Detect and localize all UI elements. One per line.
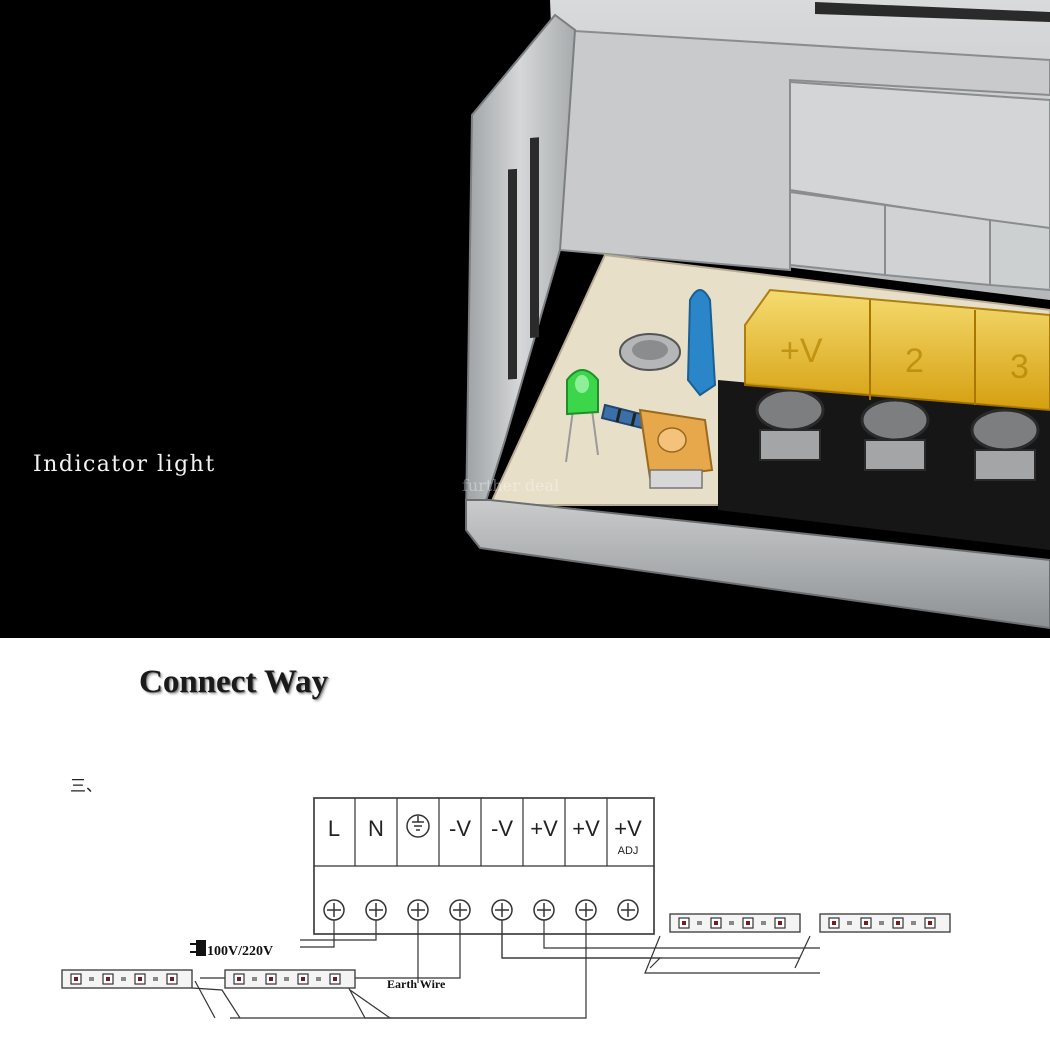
screw-terminal-icon: [533, 899, 555, 921]
led-strip: [819, 913, 951, 933]
terminal-label: +V: [572, 816, 600, 841]
terminal-sublabel: ADJ: [618, 845, 639, 857]
screw-terminal-icon: [575, 899, 597, 921]
indicator-light-label: Indicator light: [33, 452, 216, 477]
green-led-indicator: [565, 369, 599, 463]
side-vent-slot: [508, 168, 517, 380]
voltage-adjust-potentiometer: [638, 408, 714, 489]
case-vent-slot: [815, 2, 1050, 22]
wire-strip-link: [191, 987, 241, 1019]
case-top-segment: [789, 80, 1050, 232]
mounting-screw-head: [632, 340, 668, 360]
wiring-diagram: Connect Way 三、 L N -V -V +V +V +V ADJ 100V/220V…: [0, 638, 1050, 1050]
terminal-cover-label: +V: [780, 332, 823, 370]
wire-positive-1: [543, 920, 820, 949]
wire-negative-3: [501, 920, 662, 969]
case-top-segment: [884, 203, 991, 287]
terminal-label: +V: [530, 816, 558, 841]
earth-wire-label: Earth Wire: [387, 977, 446, 991]
led-strip: [224, 969, 356, 989]
blue-capacitor: [686, 289, 717, 397]
watermark: further deal: [462, 476, 560, 495]
product-photo: +V 2 3 Indicator light further deal: [0, 0, 1050, 638]
led-strip: [669, 913, 801, 933]
power-supply-photo: +V 2 3: [464, 0, 1050, 630]
wiring-schematic: L N -V -V +V +V +V ADJ 100V/220V Earth Wire: [61, 797, 951, 1019]
terminal-label: N: [368, 816, 384, 841]
wire-strip-link: [349, 989, 391, 1019]
side-vent-slot: [530, 137, 539, 338]
section-mark: 三、: [70, 776, 103, 795]
plug-icon: [190, 940, 206, 956]
wire-live: [300, 920, 335, 948]
led-strip: [61, 969, 193, 989]
terminal-label: L: [328, 816, 340, 841]
screw-terminal-icon: [491, 899, 513, 921]
connect-way-title: Connect Way: [139, 664, 329, 700]
wire-neutral: [300, 920, 377, 941]
terminal-label: -V: [449, 816, 471, 841]
screw-terminal-icon: [407, 899, 429, 921]
terminal-cover-label: 2: [905, 342, 924, 380]
terminal-label: -V: [491, 816, 513, 841]
wire-strip-link: [344, 980, 480, 1019]
terminal-amber-cover: [744, 288, 1050, 412]
case-top-segment: [989, 218, 1050, 292]
terminal-label: +V: [614, 816, 642, 841]
terminal-cover-label: 3: [1010, 348, 1029, 386]
case-base-plate: [465, 499, 1050, 630]
wire-strip-link: [794, 935, 811, 969]
earth-ground-icon: [406, 814, 430, 838]
screw-terminal-icon: [323, 899, 345, 921]
wire-positive-2: [230, 920, 587, 1019]
screw-terminal-icon: [449, 899, 471, 921]
input-voltage-label: 100V/220V: [207, 944, 273, 959]
wire-strip-link: [194, 980, 216, 1019]
screw-terminal-icon: [617, 899, 639, 921]
screw-terminal-icon: [365, 899, 387, 921]
wire-strip-link: [644, 935, 820, 974]
terminal-screw-row: [755, 388, 1040, 481]
case-top-segment: [789, 190, 886, 277]
